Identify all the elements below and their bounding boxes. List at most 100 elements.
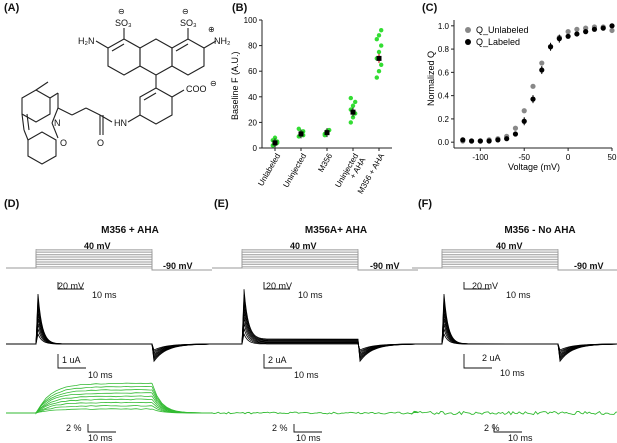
fluorescence-scale-bar <box>294 424 322 432</box>
b-y-tick-label: 40 <box>248 93 257 102</box>
b-y-tick-label: 80 <box>248 42 257 51</box>
c-x-tick-label: 0 <box>566 153 571 162</box>
c-y-ticks: 0.00.20.40.60.81.0 <box>438 22 454 147</box>
carboxylate-label: COO <box>186 84 207 94</box>
legend-marker-labeled <box>465 39 471 45</box>
b-mean-marker <box>325 130 330 135</box>
f-t-scale-label-2: 10 ms <box>500 368 525 378</box>
d-f-scale-label: 2 % <box>66 423 82 433</box>
c-y-tick-label: 0.2 <box>438 115 450 124</box>
trace-panel-d <box>6 249 212 432</box>
b-point <box>349 120 353 124</box>
f-t-scale-label-3: 10 ms <box>508 433 533 443</box>
b-y-tick-label: 0 <box>253 144 258 153</box>
b-point <box>379 63 383 67</box>
c-point-labeled <box>548 44 553 49</box>
charge-minus-3: ⊖ <box>210 79 217 88</box>
f-i-scale-label: 2 uA <box>482 353 501 363</box>
b-data-points <box>271 28 384 148</box>
c-y-label: Normalized Q <box>426 51 436 106</box>
legend-label-labeled: Q_Labeled <box>476 37 520 47</box>
c-point-unlabeled <box>513 126 518 131</box>
b-x-tick-label: Unlabeled <box>256 152 282 188</box>
amide-nh-label: HN <box>114 118 127 128</box>
fluorescence-trace <box>6 396 212 413</box>
b-point <box>351 104 355 108</box>
e-v-hold-label: 40 mV <box>290 241 317 251</box>
d-t-scale-label-1: 10 ms <box>92 290 117 300</box>
f-v-rest-label: -90 mV <box>574 261 604 271</box>
c-point-unlabeled <box>574 27 579 32</box>
legend-label-unlabeled: Q_Unlabeled <box>476 25 529 35</box>
c-point-labeled <box>522 119 527 124</box>
c-point-labeled <box>583 29 588 34</box>
b-y-tick-label: 20 <box>248 118 257 127</box>
b-x-tick-label: Uninjected <box>281 152 308 189</box>
c-point-unlabeled <box>609 28 614 33</box>
carbonyl-o-label: O <box>97 138 104 148</box>
f-t-scale-label-1: 10 ms <box>506 290 531 300</box>
b-point <box>353 100 357 104</box>
charge-minus-2: ⊖ <box>182 7 189 16</box>
c-point-labeled <box>566 34 571 39</box>
sulfonate-right-label: SO₃ <box>180 18 197 28</box>
d-v-scale-label: 20 mV <box>58 281 84 291</box>
d-v-hold-label: 40 mV <box>84 241 111 251</box>
fluorescence-trace <box>412 411 617 414</box>
b-point <box>349 96 353 100</box>
c-point-labeled <box>478 138 483 143</box>
c-point-labeled <box>460 137 465 142</box>
xanthene-ring-middle <box>140 39 172 75</box>
b-x-ticks: UnlabeledUninjectedM356Uninjected+ AHAM3… <box>256 148 386 195</box>
b-point <box>297 127 301 131</box>
d-t-scale-label-3: 10 ms <box>88 433 113 443</box>
d-t-scale-label-2: 10 ms <box>88 370 113 380</box>
d-v-rest-label: -90 mV <box>163 261 193 271</box>
f-v-scale-label: 20 mV <box>472 281 498 291</box>
legend-marker-unlabeled <box>465 27 471 33</box>
current-trace <box>6 294 212 361</box>
c-point-labeled <box>513 131 518 136</box>
c-point-labeled <box>601 26 606 31</box>
amine-left-label: H₂N <box>78 36 95 46</box>
b-x-tick-label: M356 <box>316 151 334 173</box>
c-point-unlabeled <box>522 108 527 113</box>
b-y-label: Baseline F (A.U.) <box>230 51 240 120</box>
e-i-scale-label: 2 uA <box>268 355 287 365</box>
d-i-scale-label: 1 uA <box>62 355 81 365</box>
c-point-labeled <box>592 27 597 32</box>
c-point-labeled <box>539 67 544 72</box>
c-y-tick-label: 0.8 <box>438 45 450 54</box>
current-trace <box>212 289 418 361</box>
charge-minus-1: ⊖ <box>118 7 125 16</box>
c-point-labeled <box>574 31 579 36</box>
b-point <box>379 43 383 47</box>
molecule-structure <box>22 28 216 164</box>
b-point <box>377 50 381 54</box>
b-point <box>375 37 379 41</box>
b-x-tick-line: M356 <box>316 151 334 173</box>
c-point-labeled <box>530 97 535 102</box>
c-y-tick-label: 0.4 <box>438 92 450 101</box>
c-x-tick-label: 50 <box>608 153 617 162</box>
trace-panel-f <box>412 249 617 432</box>
c-point-labeled <box>469 138 474 143</box>
e-t-scale-label-1: 10 ms <box>298 290 323 300</box>
b-y-tick-label: 100 <box>244 16 258 25</box>
b-x-tick-line: Unlabeled <box>256 152 282 188</box>
b-point <box>377 69 381 73</box>
charge-plus: ⊕ <box>208 25 215 34</box>
dbco-ring-top <box>22 90 50 122</box>
b-x-tick-line: Uninjected <box>281 152 308 189</box>
e-f-scale-label: 2 % <box>272 423 288 433</box>
c-x-ticks: -100-50050 <box>472 148 617 162</box>
c-point-labeled <box>504 136 509 141</box>
e-v-rest-label: -90 mV <box>370 261 400 271</box>
b-point <box>379 28 383 32</box>
b-mean-marker <box>377 56 382 61</box>
c-point-labeled <box>495 137 500 142</box>
e-t-scale-label-2: 10 ms <box>294 370 319 380</box>
e-t-scale-label-3: 10 ms <box>296 433 321 443</box>
c-x-tick-label: -50 <box>518 153 530 162</box>
